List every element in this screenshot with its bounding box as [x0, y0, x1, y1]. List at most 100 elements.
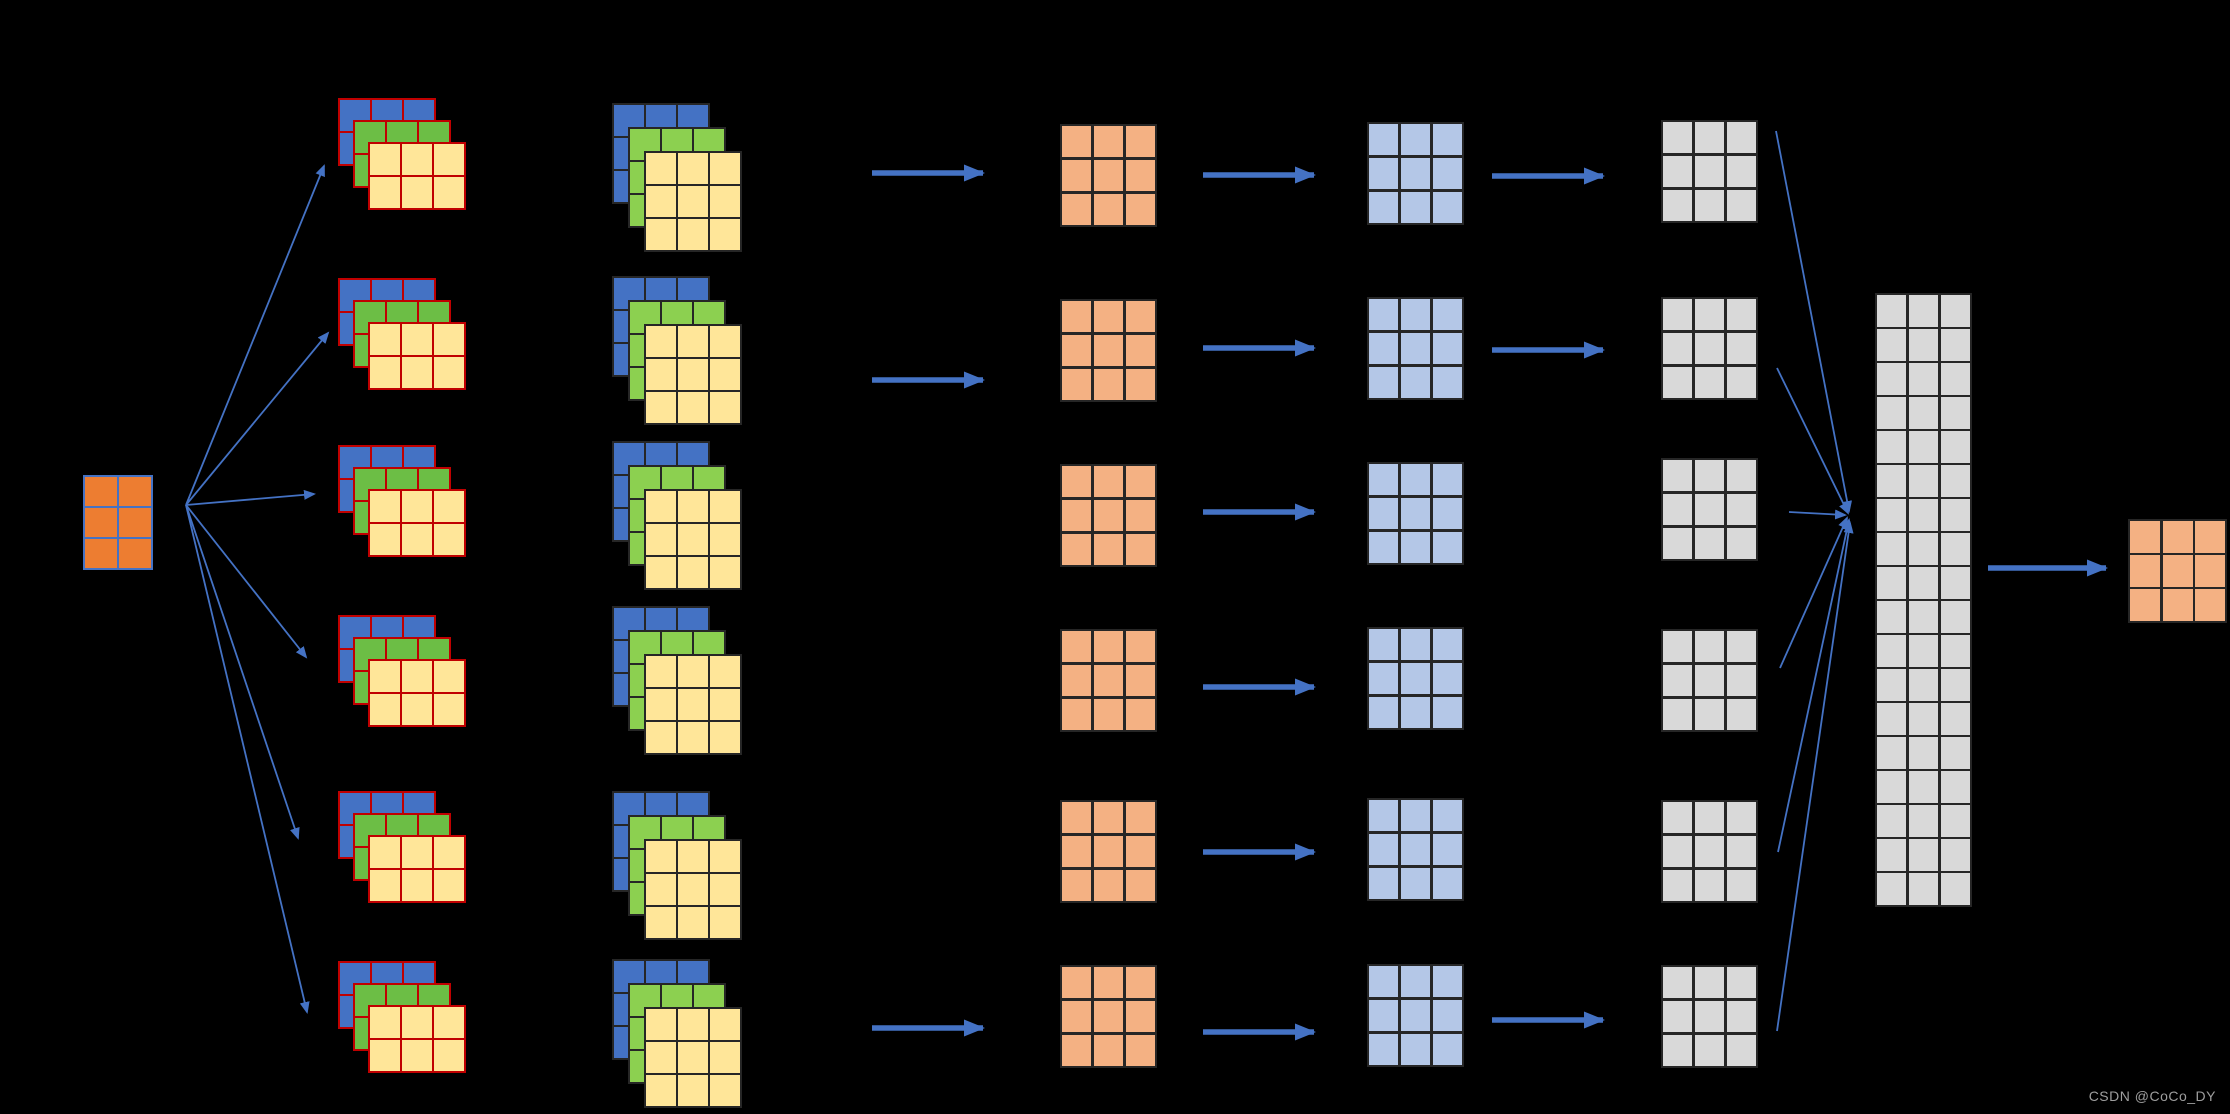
grid-cell [1663, 698, 1693, 730]
grid-cell [1062, 301, 1092, 333]
feature-map-blue-row6 [1367, 964, 1464, 1067]
grid-cell [1694, 332, 1725, 365]
grid-cell [1940, 737, 1970, 769]
grid-cell [646, 359, 676, 390]
grid-cell [1877, 737, 1907, 769]
grid-cell [1663, 527, 1693, 559]
grid-cell [678, 1042, 708, 1073]
grid-cell [646, 219, 676, 250]
grid-cell [1369, 629, 1399, 661]
grid-cell [1093, 1000, 1124, 1033]
grid-cell [2162, 555, 2193, 587]
grid-cell [1062, 466, 1092, 498]
grid-cell [710, 326, 740, 357]
feature-map-gray-row2 [1661, 297, 1758, 400]
watermark: CSDN @CoCo_DY [2088, 1088, 2216, 1104]
grid-cell [1400, 1033, 1431, 1065]
kernel-stack-b-row5-yellow-layer [644, 839, 742, 940]
grid-cell [646, 326, 676, 357]
fan-line-row5 [185, 504, 300, 840]
grid-cell [1432, 531, 1462, 563]
grid-cell [1125, 1000, 1155, 1033]
feature-map-orange-row4 [1060, 629, 1157, 732]
grid-cell [1663, 332, 1693, 365]
grid-cell [1694, 527, 1725, 559]
grid-cell [1125, 533, 1155, 565]
grid-cell [1432, 662, 1462, 695]
grid-cell [1400, 833, 1431, 866]
grid-cell [1400, 867, 1431, 899]
grid-cell [1694, 1034, 1725, 1066]
grid-cell [1400, 332, 1431, 365]
grid-cell [1877, 363, 1907, 395]
grid-cell [678, 689, 708, 720]
grid-cell [1908, 329, 1939, 361]
grid-cell [1940, 805, 1970, 837]
grid-cell [1908, 703, 1939, 735]
grid-cell [1726, 664, 1756, 697]
grid-cell [710, 524, 740, 555]
grid-cell [434, 661, 464, 692]
grid-cell [1432, 1033, 1462, 1065]
grid-cell [1432, 833, 1462, 866]
grid-cell [1663, 122, 1693, 154]
grid-cell [646, 907, 676, 938]
grid-cell [678, 491, 708, 522]
grid-cell [1369, 366, 1399, 398]
grid-cell [1877, 499, 1907, 531]
grid-cell [1093, 193, 1124, 225]
grid-cell [678, 557, 708, 588]
grid-cell [1125, 126, 1155, 158]
grid-cell [434, 357, 464, 388]
fan-line-row3 [185, 489, 316, 506]
grid-cell [1908, 601, 1939, 633]
grid-cell [1400, 299, 1431, 331]
grid-cell [1093, 301, 1124, 333]
grid-cell [1369, 332, 1399, 365]
grid-cell [1908, 771, 1939, 803]
grid-cell [1940, 363, 1970, 395]
grid-cell [710, 491, 740, 522]
grid-cell [1663, 967, 1693, 999]
grid-cell [1908, 737, 1939, 769]
grid-cell [1940, 669, 1970, 701]
feature-map-gray-row5 [1661, 800, 1758, 903]
grid-cell [1726, 1034, 1756, 1066]
fan-line-row6 [185, 504, 310, 1014]
grid-cell [1369, 124, 1399, 156]
grid-cell [1062, 1000, 1092, 1033]
grid-cell [1940, 295, 1970, 327]
grid-cell [1062, 802, 1092, 834]
grid-cell [1125, 334, 1155, 367]
grid-cell [1432, 464, 1462, 496]
grid-cell [1400, 464, 1431, 496]
grid-cell [710, 186, 740, 217]
grid-cell [2162, 521, 2193, 553]
grid-cell [402, 357, 432, 388]
grid-cell [1093, 631, 1124, 663]
grid-cell [1694, 835, 1725, 868]
grid-cell [678, 722, 708, 753]
feature-map-blue-row2 [1367, 297, 1464, 400]
grid-cell [710, 689, 740, 720]
feature-map-orange-row3 [1060, 464, 1157, 567]
grid-cell [646, 722, 676, 753]
fan-line-row1 [185, 164, 325, 506]
grid-cell [1062, 1034, 1092, 1066]
kernel-stack-b-row3-yellow-layer [644, 489, 742, 590]
grid-cell [710, 392, 740, 423]
grid-cell [1877, 601, 1907, 633]
grid-cell [2195, 555, 2225, 587]
concat-line-row3 [1788, 509, 1847, 520]
feature-map-blue-row4 [1367, 627, 1464, 730]
grid-cell [1877, 295, 1907, 327]
grid-cell [1062, 869, 1092, 901]
grid-cell [1062, 967, 1092, 999]
grid-cell [678, 392, 708, 423]
kernel-stack-a-row6-yellow-layer [368, 1005, 466, 1073]
grid-cell [2195, 521, 2225, 553]
grid-cell [710, 1009, 740, 1040]
grid-cell [678, 326, 708, 357]
grid-cell [1663, 460, 1693, 492]
grid-cell [1369, 191, 1399, 223]
